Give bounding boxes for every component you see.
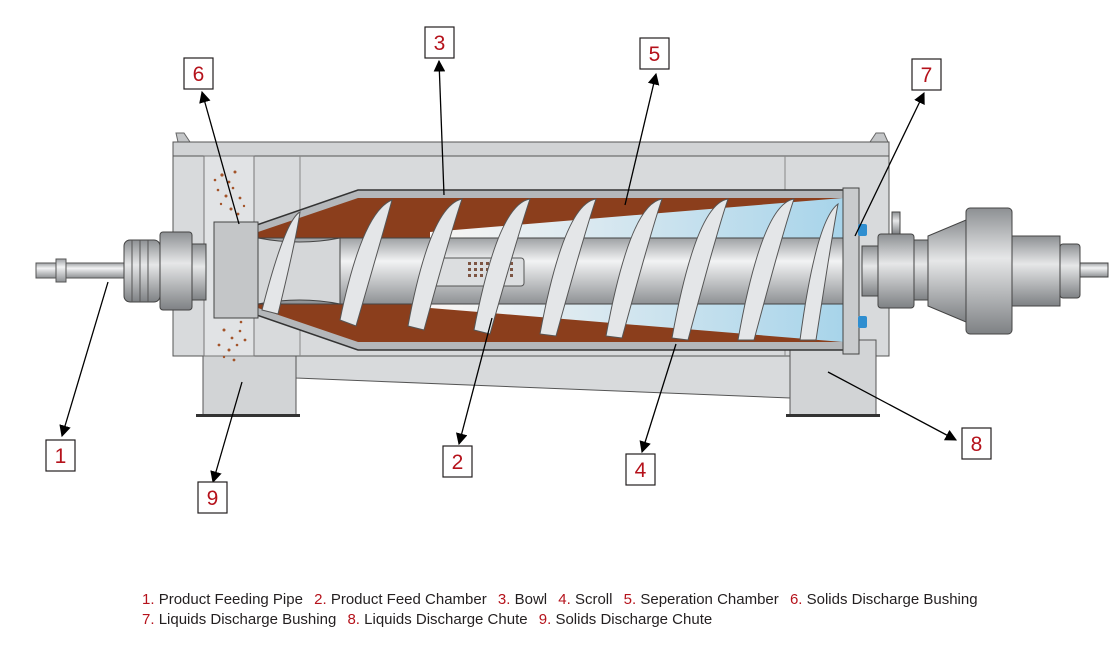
legend-item-text: Solids Discharge Chute <box>555 611 713 628</box>
legend-item-number: 4. <box>558 591 571 608</box>
legend-item-number: 5. <box>623 591 637 608</box>
callout-4: 4 <box>625 453 656 486</box>
liquid-discharge-ports <box>858 224 867 328</box>
legend-item-text: Scroll <box>574 591 613 608</box>
callout-number: 4 <box>635 459 647 482</box>
left-drive-hub <box>123 231 207 311</box>
callout-6: 6 <box>183 57 214 90</box>
legend-item-text: Product Feeding Pipe <box>158 591 303 608</box>
callout-3: 3 <box>424 26 455 59</box>
legend-item-4: 4. Scroll <box>558 591 612 608</box>
callout-number: 9 <box>207 487 219 510</box>
callout-2: 2 <box>442 445 473 478</box>
legend-item-number: 9. <box>538 611 552 628</box>
legend-item-number: 8. <box>347 611 360 628</box>
legend-item-8: 8. Liquids Discharge Chute <box>347 611 527 628</box>
legend-item-text: Bowl <box>514 591 548 608</box>
callout-7: 7 <box>911 58 942 91</box>
legend-item-text: Liquids Discharge Chute <box>364 611 528 628</box>
callout-number: 2 <box>452 451 464 474</box>
legend-item-text: Product Feed Chamber <box>330 591 487 608</box>
legend-item-text: Seperation Chamber <box>640 591 779 608</box>
callout-9: 9 <box>197 481 228 514</box>
scroll-conveyor <box>257 198 844 341</box>
right-gearbox <box>861 207 1109 335</box>
feed-pipe-shaft <box>35 258 137 283</box>
callout-8: 8 <box>961 427 992 460</box>
legend-item-number: 7. <box>142 611 155 628</box>
legend-item-6: 6. Solids Discharge Bushing <box>790 591 978 608</box>
callout-1: 1 <box>45 439 76 472</box>
legend-line-2: 7. Liquids Discharge Bushing 8. Liquids … <box>142 610 1042 630</box>
solids-discharge-spray <box>213 170 247 362</box>
legend-item-number: 2. <box>314 591 327 608</box>
callout-number: 6 <box>193 63 205 86</box>
legend-line-1: 1. Product Feeding Pipe 2. Product Feed … <box>142 590 1042 610</box>
legend-item-9: 9. Solids Discharge Chute <box>539 611 712 628</box>
legend-item-7: 7. Liquids Discharge Bushing <box>142 611 336 628</box>
legend-item-number: 6. <box>789 591 803 608</box>
legend-item-3: 3. Bowl <box>498 591 547 608</box>
callout-number: 7 <box>921 64 933 87</box>
legend-item-2: 2. Product Feed Chamber <box>314 591 487 608</box>
legend: 1. Product Feeding Pipe 2. Product Feed … <box>142 590 1042 630</box>
callout-number: 8 <box>971 433 983 456</box>
callout-number: 3 <box>434 32 446 55</box>
callout-number: 5 <box>649 43 661 66</box>
legend-item-5: 5. Seperation Chamber <box>624 591 779 608</box>
callout-arrows <box>59 59 958 484</box>
callout-number: 1 <box>55 445 67 468</box>
callout-5: 5 <box>639 37 670 70</box>
legend-item-1: 1. Product Feeding Pipe <box>142 591 303 608</box>
legend-item-number: 1. <box>142 591 155 608</box>
legend-item-text: Liquids Discharge Bushing <box>158 611 337 628</box>
legend-item-text: Solids Discharge Bushing <box>806 591 978 608</box>
legend-item-number: 3. <box>497 591 511 608</box>
